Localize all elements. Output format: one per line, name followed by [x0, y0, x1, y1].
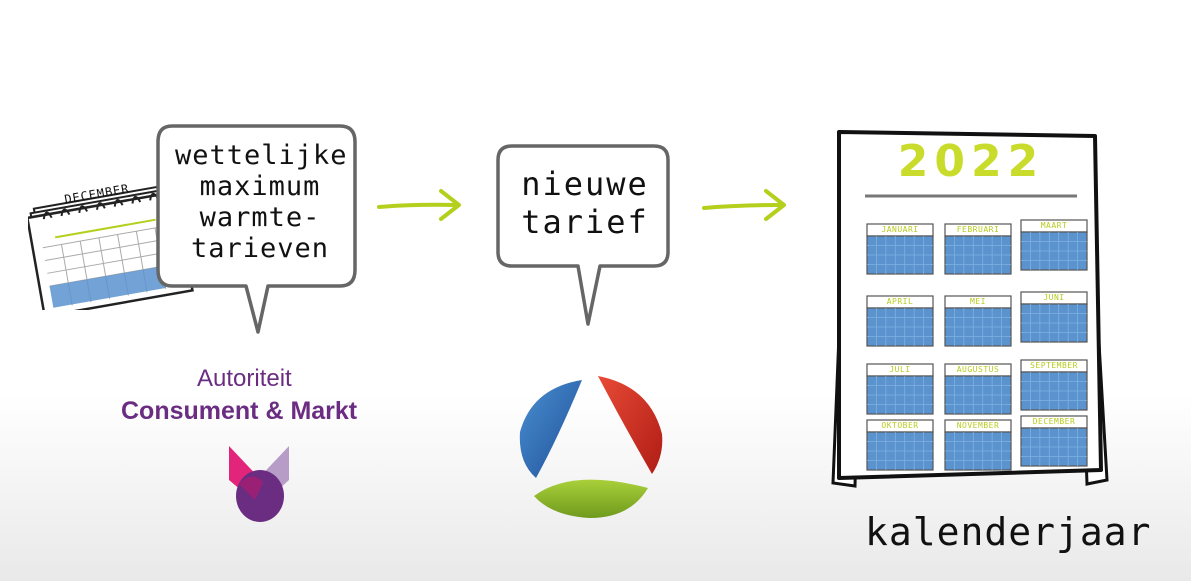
month-label: FEBRUARI	[956, 225, 1000, 234]
acm-name-line1: Autoriteit	[197, 365, 292, 392]
provider-logo-icon	[512, 372, 672, 522]
arrow-right-icon	[700, 185, 790, 225]
month-label: NOVEMBER	[956, 421, 1000, 430]
arrow-right-icon	[375, 185, 465, 225]
bubble-middle-line: tarief	[521, 203, 649, 241]
month-block-augustus	[944, 363, 1012, 415]
month-label: MEI	[970, 297, 986, 306]
month-block-mei	[944, 295, 1012, 347]
month-blocks-group	[866, 219, 1088, 471]
month-label: APRIL	[886, 297, 914, 306]
bubble-middle-line: nieuwe	[521, 165, 649, 203]
bubble-left-line: tarieven	[190, 233, 330, 264]
month-block-november	[944, 419, 1012, 471]
month-block-februari	[944, 223, 1012, 275]
month-block-maart	[1020, 219, 1088, 271]
month-block-oktober	[866, 419, 934, 471]
speech-bubble-middle	[492, 140, 677, 330]
acm-logo-icon	[225, 440, 295, 525]
month-block-april	[866, 295, 934, 347]
month-block-december	[1020, 415, 1088, 467]
month-block-januari	[866, 223, 934, 275]
bubble-left-line: wettelijke	[175, 140, 348, 171]
month-label: JULI	[889, 365, 911, 374]
month-label: MAART	[1040, 221, 1068, 230]
bubble-left-text: wettelijke maximum warmte- tarieven	[175, 140, 348, 264]
month-label: SEPTEMBER	[1030, 361, 1078, 370]
speech-bubble-left	[150, 120, 365, 342]
calendar-caption: kalenderjaar	[865, 510, 1152, 554]
month-label: DECEMBER	[1032, 417, 1076, 426]
month-block-juni	[1020, 291, 1088, 343]
month-block-september	[1020, 359, 1088, 411]
bubble-middle-text: nieuwe tarief	[505, 165, 665, 241]
month-label: JUNI	[1043, 293, 1065, 302]
calendar-year: 2022	[897, 136, 1045, 187]
bubble-left-line: warmte-	[199, 202, 321, 233]
bubble-left-line: maximum	[199, 171, 321, 202]
month-block-juli	[866, 363, 934, 415]
month-label: JANUARI	[881, 225, 919, 234]
year-calendar: 2022	[825, 128, 1115, 508]
acm-name-line2: Consument & Markt	[121, 397, 358, 425]
month-label: OKTOBER	[881, 421, 919, 430]
month-label: AUGUSTUS	[956, 365, 1000, 374]
